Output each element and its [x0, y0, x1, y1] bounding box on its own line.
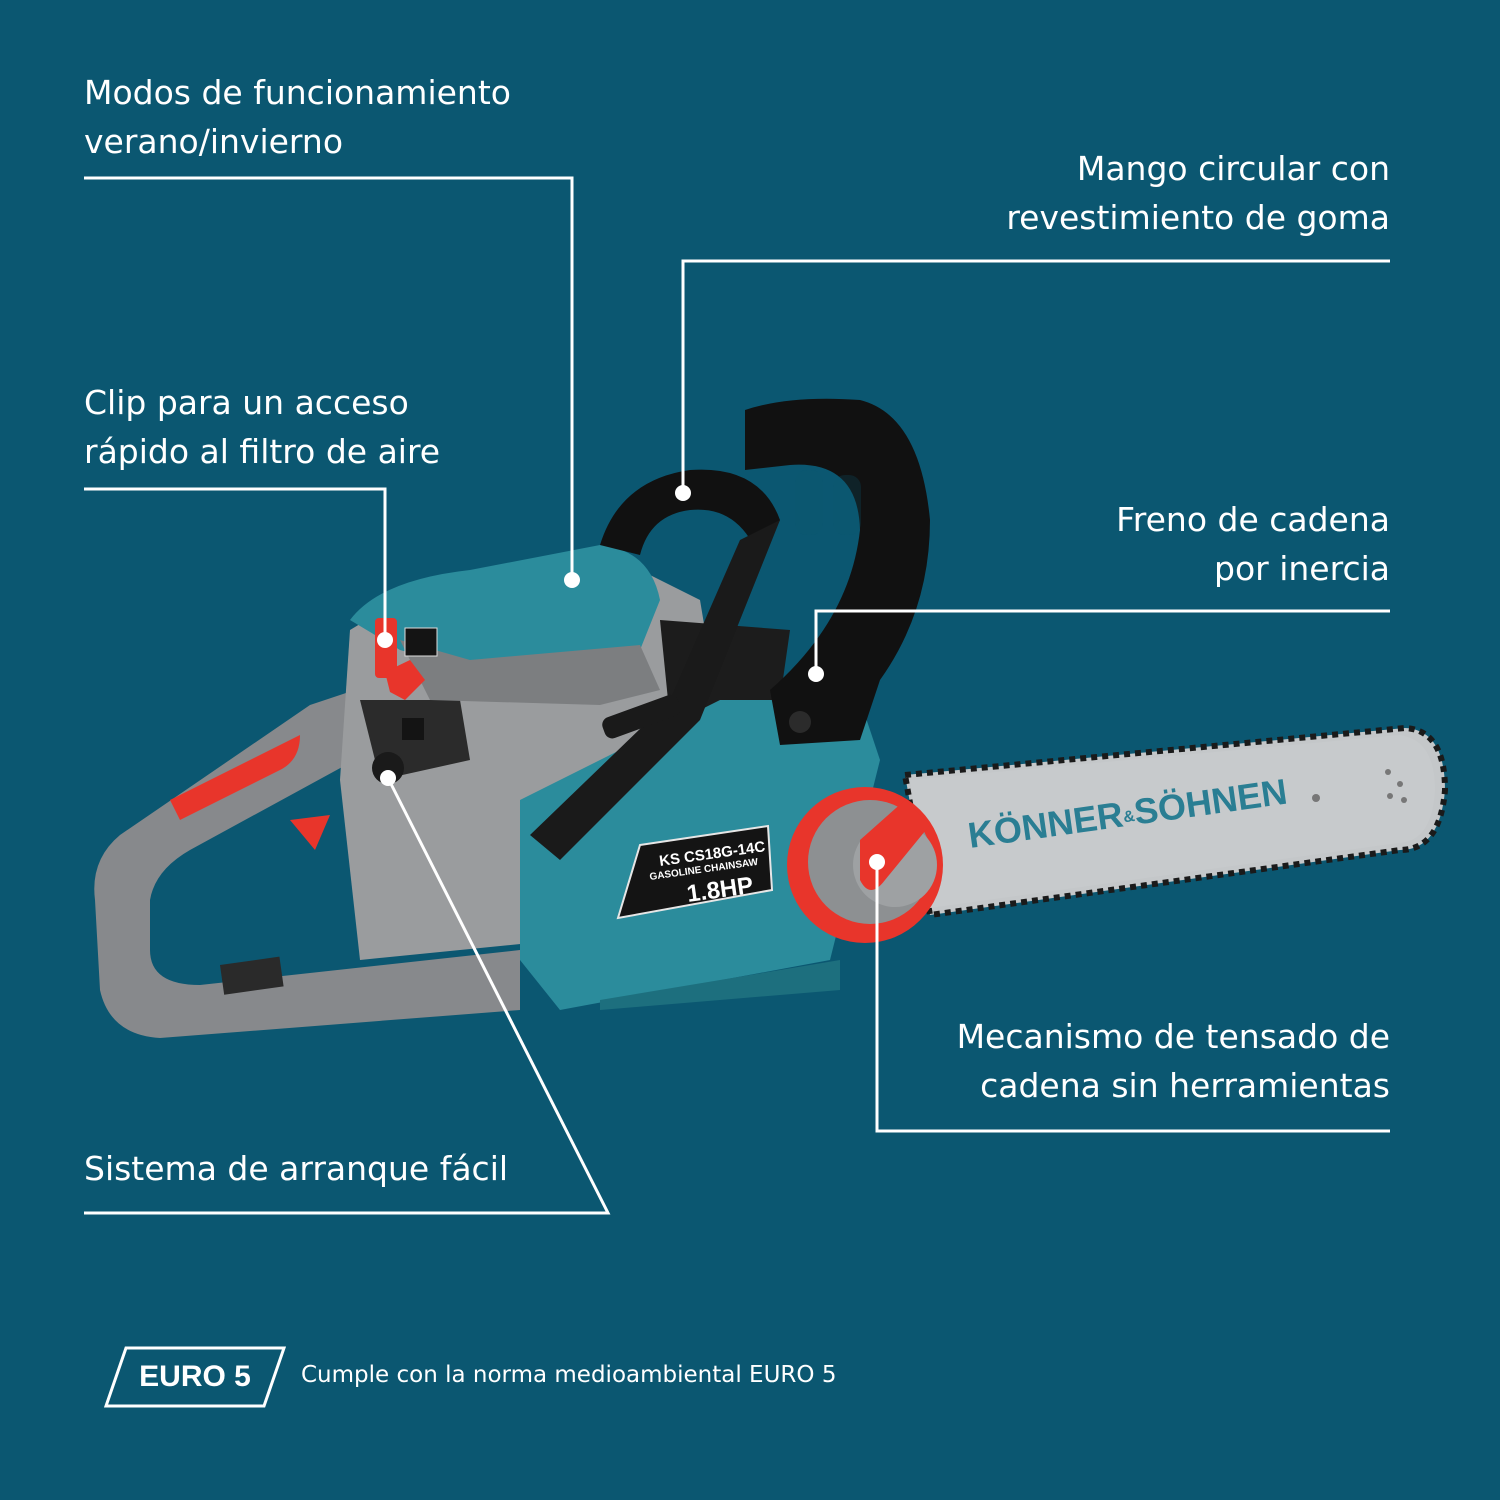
euro5-badge-label: EURO 5	[139, 1360, 251, 1393]
euro5-badge: EURO 5	[104, 1346, 286, 1408]
callout-brake-line-1: Freno de cadena	[1116, 500, 1390, 539]
dot-handle	[675, 485, 691, 501]
dot-tension	[869, 854, 885, 870]
callout-start-label: Sistema de arranque fácil	[84, 1144, 508, 1193]
dot-brake	[808, 666, 824, 682]
callout-modes-line-1: Modos de funcionamiento	[84, 73, 511, 112]
callout-tension-label: Mecanismo de tensado de cadena sin herra…	[957, 1012, 1390, 1110]
dot-modes	[564, 572, 580, 588]
euro5-badge-frame	[104, 1346, 286, 1408]
leader-lines	[84, 176, 1390, 1215]
leader-dots	[377, 485, 885, 870]
tension-knob	[787, 787, 943, 943]
callout-clip-label: Clip para un acceso rápido al filtro de …	[84, 378, 440, 476]
callout-tension-line-1: Mecanismo de tensado de	[956, 1017, 1390, 1056]
callout-tension-line-2: cadena sin herramientas	[980, 1066, 1390, 1105]
leader-modes	[84, 176, 574, 580]
callout-clip-line-1: Clip para un acceso	[84, 383, 409, 422]
callout-brake-line-2: por inercia	[1214, 549, 1390, 588]
callout-modes-line-2: verano/invierno	[84, 122, 344, 161]
model-plate: KS CS18G-14C GASOLINE CHAINSAW 1.8HP	[616, 824, 774, 920]
leader-start	[84, 777, 611, 1215]
leader-tension	[875, 862, 1390, 1133]
rear-handle	[94, 690, 521, 1038]
chain-brake-guard	[745, 398, 930, 745]
start-system	[372, 752, 404, 784]
dot-clip	[377, 632, 393, 648]
front-handle	[530, 469, 780, 860]
callout-handle-line-1: Mango circular con	[1076, 149, 1390, 188]
choke-controls	[375, 618, 438, 740]
leader-handle	[681, 259, 1390, 493]
leader-clip	[84, 487, 387, 640]
callout-handle-label: Mango circular con revestimiento de goma	[1006, 144, 1390, 242]
dot-start	[380, 770, 396, 786]
callout-handle-line-2: revestimiento de goma	[1006, 198, 1390, 237]
guide-bar: KÖNNER&SÖHNEN	[901, 724, 1449, 919]
callout-clip-line-2: rápido al filtro de aire	[84, 432, 441, 471]
leader-brake	[814, 609, 1390, 674]
euro5-caption: Cumple con la norma medioambiental EURO …	[301, 1362, 837, 1388]
callout-start-line-1: Sistema de arranque fácil	[84, 1149, 509, 1188]
callout-brake-label: Freno de cadena por inercia	[1116, 495, 1390, 593]
callout-modes-label: Modos de funcionamiento verano/invierno	[84, 68, 511, 166]
